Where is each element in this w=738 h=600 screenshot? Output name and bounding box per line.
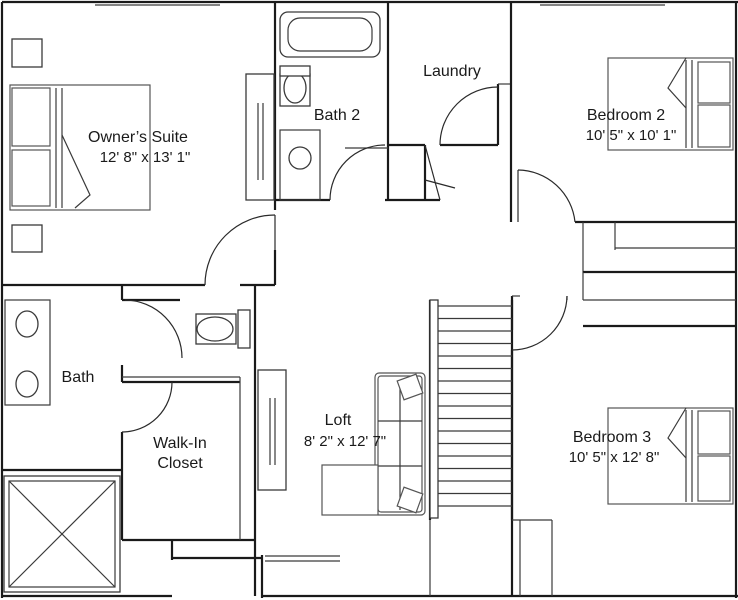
doors [121,86,576,433]
bedroom2-label: Bedroom 2 [587,107,665,124]
fixtures [3,11,381,593]
room-labels: Owner’s Suite 12' 8" x 13' 1" Bath 2 Lau… [62,63,677,472]
bedroom3-dims: 10' 5" x 12' 8" [569,449,660,466]
loft-label: Loft [325,412,352,429]
stair-rail [429,299,439,519]
bedroom3-label: Bedroom 3 [573,429,651,446]
stairs [429,299,512,519]
laundry-label: Laundry [423,63,481,80]
walk-in-closet-label-1: Walk-In [153,435,207,452]
bath-label: Bath [62,369,95,386]
bedroom2-bed [607,57,734,151]
owners-suite-dims: 12' 8" x 13' 1" [100,149,191,166]
bedroom2-dims: 10' 5" x 10' 1" [586,127,677,144]
walk-in-closet-label-2: Closet [157,455,203,472]
loft-sofa [321,372,426,516]
loft-dims: 8' 2" x 12' 7" [304,433,386,450]
owners-suite-label: Owner’s Suite [88,129,188,146]
bath2-label: Bath 2 [314,107,360,124]
bedroom3-bed [607,407,734,505]
